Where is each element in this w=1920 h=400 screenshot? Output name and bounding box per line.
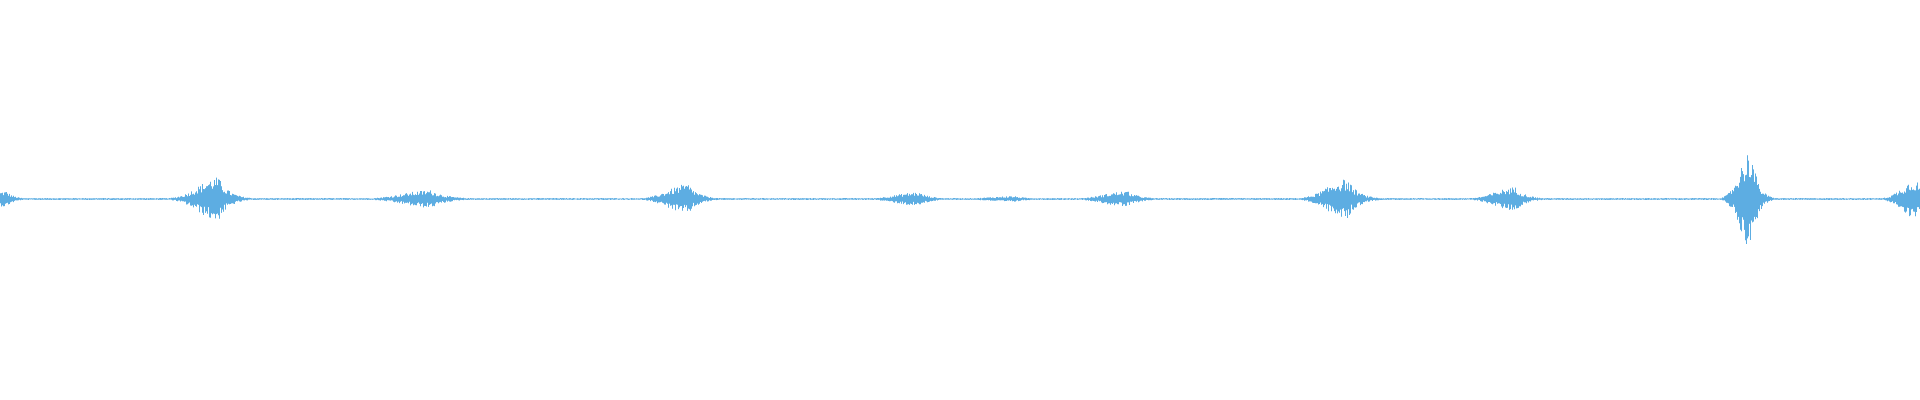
waveform-path [0, 155, 1920, 244]
